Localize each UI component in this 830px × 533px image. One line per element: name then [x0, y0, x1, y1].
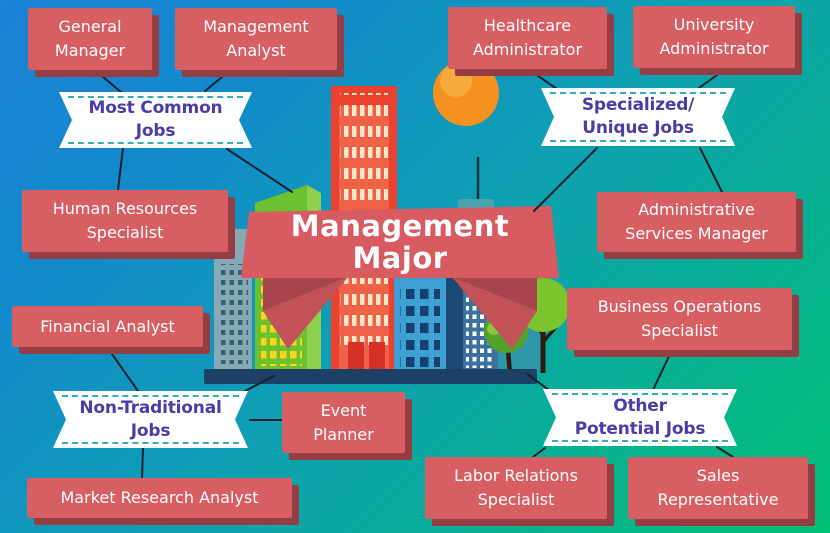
job-box-administrative-services-manager: Administrative Services Manager [597, 192, 796, 252]
banner-label: Most Common Jobs [88, 98, 223, 141]
job-box-financial-analyst: Financial Analyst [12, 306, 203, 347]
ribbon-title: Management Major [290, 209, 510, 275]
building [394, 276, 446, 373]
banner-label: Non-Traditional Jobs [79, 397, 222, 441]
job-box-university-administrator: University Administrator [633, 6, 795, 68]
connector-line [532, 447, 546, 458]
connector-line [204, 71, 229, 92]
connector-line [699, 147, 723, 193]
job-box-labor-relations-specialist: Labor Relations Specialist [425, 457, 607, 519]
banner-other-potential-jobs: Other Potential Jobs [543, 389, 737, 446]
job-box-management-analyst: Management Analyst [175, 8, 337, 70]
dashed-border-bottom [550, 140, 726, 142]
job-label: Human Resources Specialist [52, 199, 198, 242]
dashed-border-top [552, 393, 728, 395]
connector-line [652, 349, 673, 391]
banner-specialized-unique-jobs: Specialized/ Unique Jobs [541, 88, 735, 146]
dashed-border-top [550, 92, 726, 94]
connector-line [106, 346, 139, 392]
job-box-human-resources-specialist: Human Resources Specialist [22, 190, 228, 252]
job-label: University Administrator [659, 15, 769, 58]
job-label: Market Research Analyst [60, 488, 259, 507]
job-label: Healthcare Administrator [472, 16, 583, 59]
connector-line [533, 147, 598, 212]
job-box-sales-representative: Sales Representative [628, 457, 808, 519]
job-box-general-manager: General Manager [28, 8, 152, 70]
job-label: Sales Representative [657, 466, 779, 509]
connector-line [716, 446, 734, 458]
connector-line [526, 373, 550, 391]
job-label: Business Operations Specialist [597, 297, 762, 340]
connector-line [698, 69, 725, 89]
dashed-border-bottom [552, 440, 728, 442]
connector-line [141, 447, 144, 479]
job-label: Administrative Services Manager [625, 200, 768, 243]
job-box-business-operations-specialist: Business Operations Specialist [567, 288, 792, 350]
building [446, 257, 463, 373]
city-platform [204, 369, 537, 384]
job-label: General Manager [54, 17, 126, 60]
job-box-market-research-analyst: Market Research Analyst [27, 478, 292, 518]
connector-line [226, 148, 293, 193]
banner-label: Specialized/ Unique Jobs [581, 95, 695, 138]
sun [433, 60, 499, 126]
job-box-event-planner: Event Planner [282, 392, 405, 453]
dashed-border-top [68, 96, 243, 98]
job-box-healthcare-administrator: Healthcare Administrator [448, 7, 607, 69]
connector-line [117, 147, 124, 191]
dashed-border-bottom [68, 142, 243, 144]
banner-most-common-jobs: Most Common Jobs [59, 92, 252, 148]
connector-line [244, 375, 275, 392]
connector-line [94, 69, 123, 94]
banner-non-traditional-jobs: Non-Traditional Jobs [53, 391, 248, 448]
job-label: Labor Relations Specialist [454, 466, 578, 509]
banner-label: Other Potential Jobs [574, 395, 706, 439]
job-label: Management Analyst [203, 17, 309, 60]
connector-line [527, 68, 558, 90]
dashed-border-top [62, 395, 239, 397]
job-label: Event Planner [313, 400, 374, 444]
ribbon-banner [241, 206, 559, 349]
job-label: Financial Analyst [40, 316, 175, 336]
connector-lines [94, 68, 734, 479]
dashed-border-bottom [62, 442, 239, 444]
